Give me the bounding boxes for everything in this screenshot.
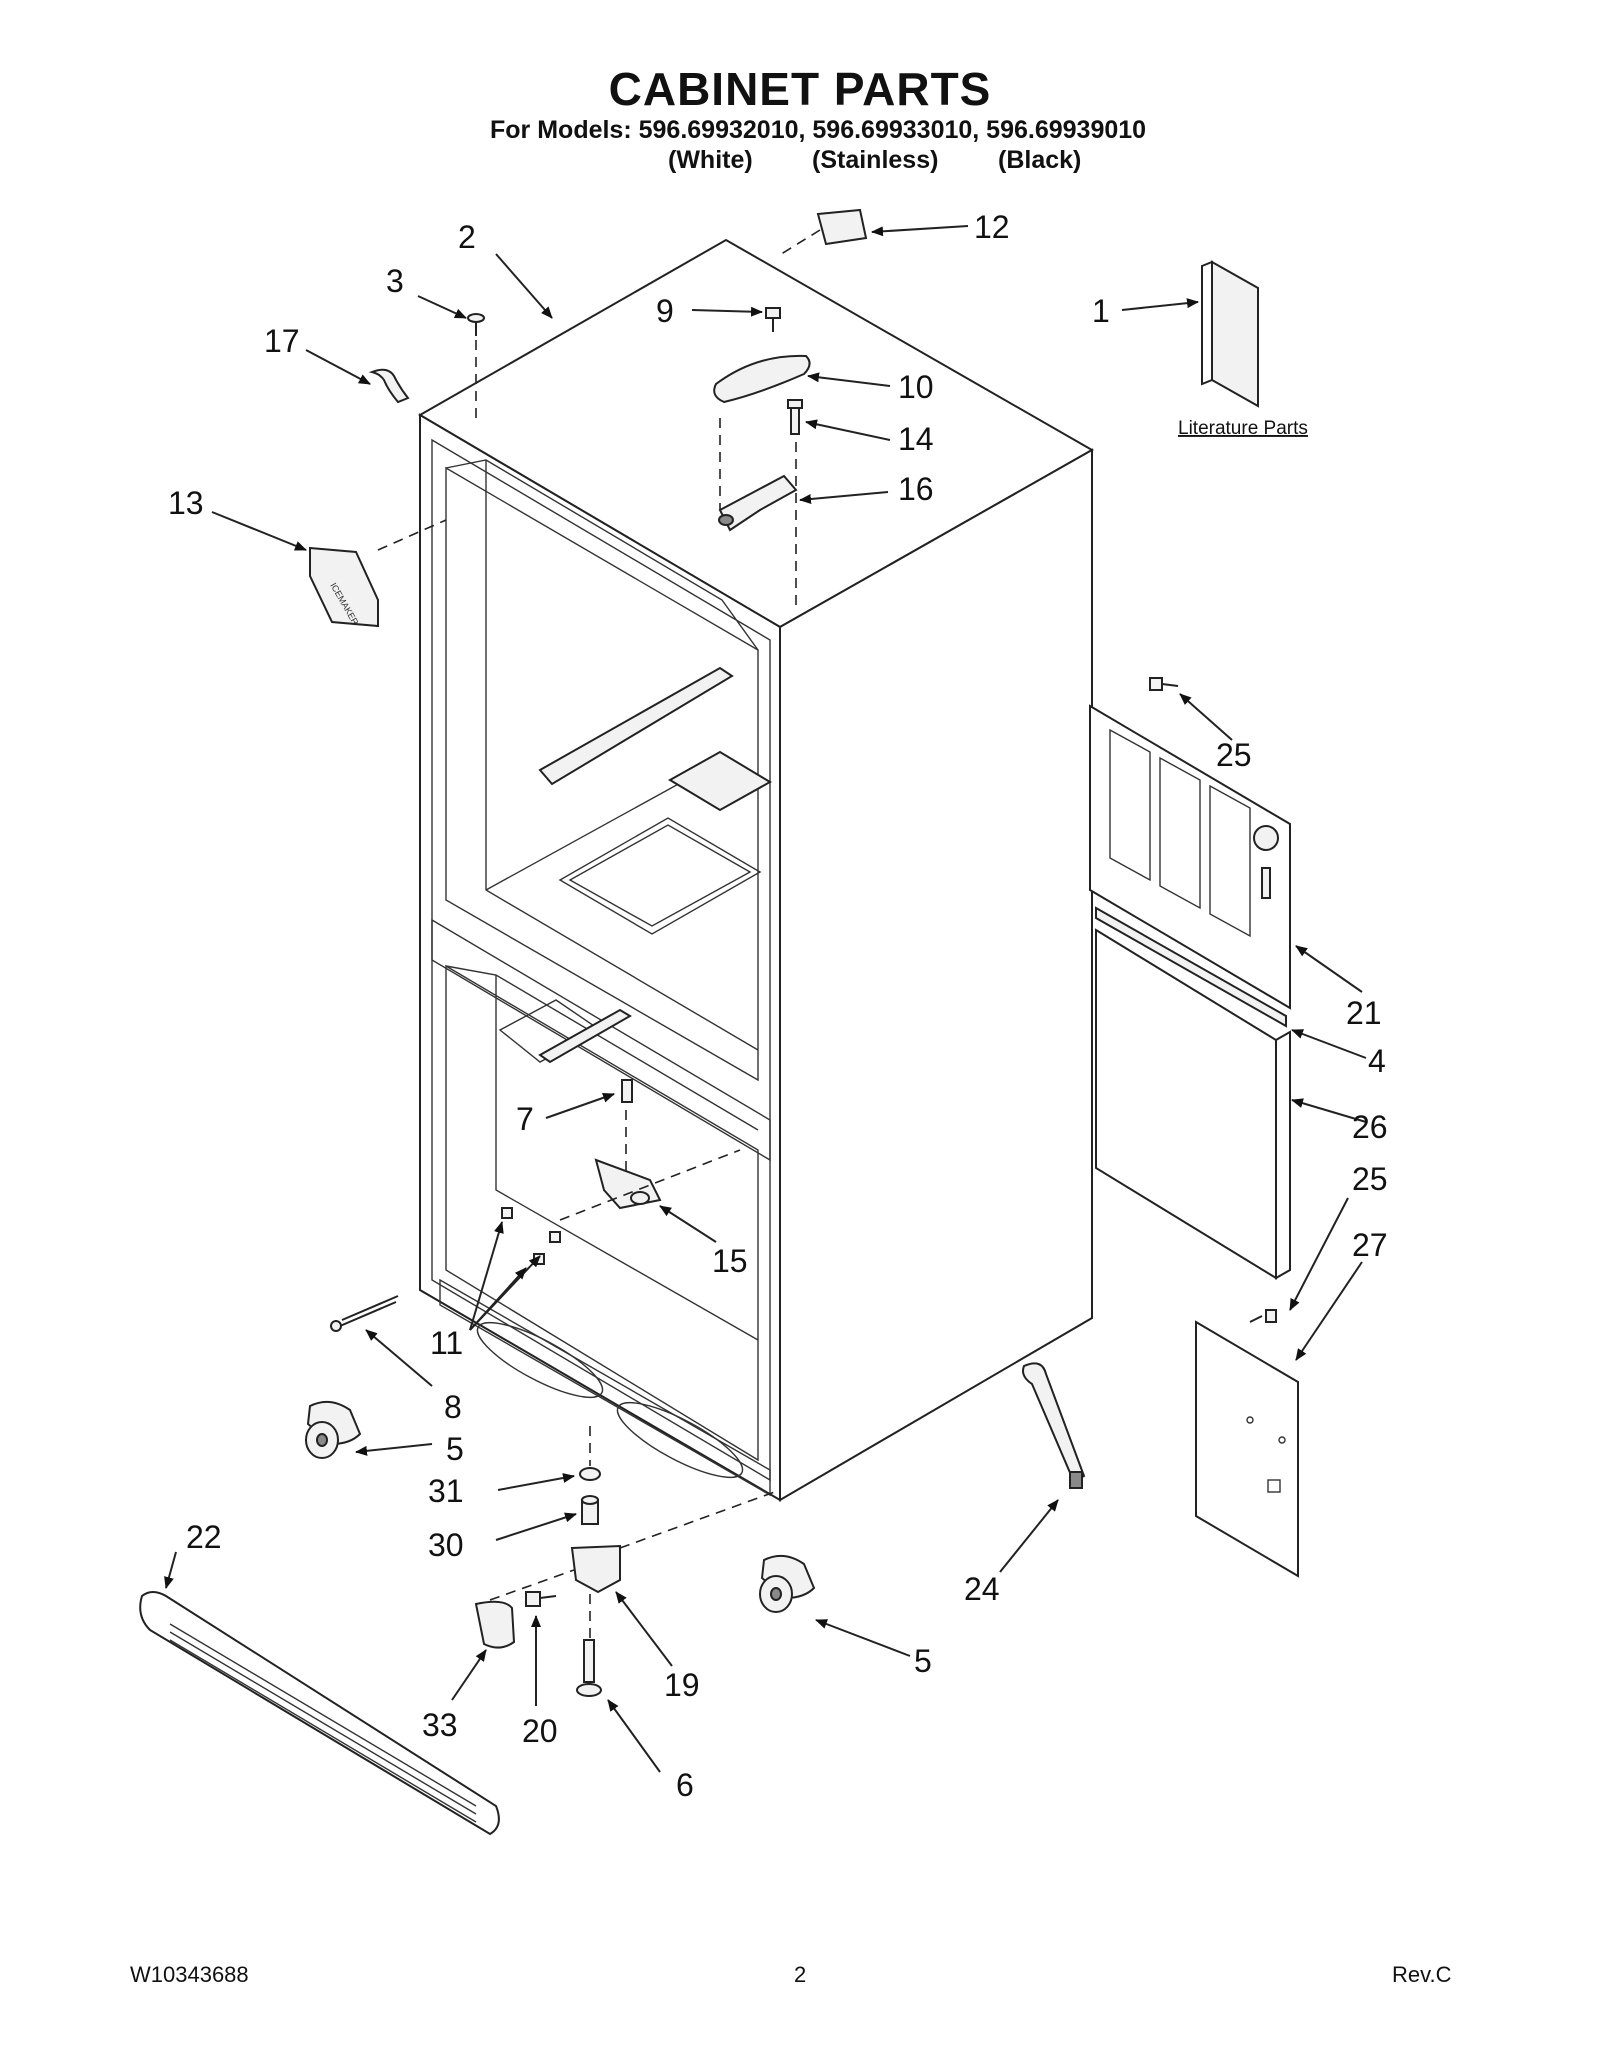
part-1-literature — [1211, 260, 1259, 408]
callout-22: 22 — [186, 1519, 222, 1555]
callout-5-left: 5 — [446, 1431, 464, 1467]
callout-7: 7 — [516, 1101, 534, 1137]
callout-5-right: 5 — [914, 1643, 932, 1679]
callout-33: 33 — [422, 1707, 458, 1743]
callout-20: 20 — [522, 1713, 558, 1749]
part-4-strip — [1095, 906, 1287, 1028]
part-3-screw — [467, 313, 485, 336]
revision: Rev.C — [1392, 1962, 1452, 1987]
page-number: 2 — [794, 1962, 807, 1987]
part-5-caster — [305, 1400, 362, 1459]
cabinet-body — [418, 238, 1095, 1502]
variant-stainless: (Stainless) — [812, 146, 939, 174]
part-21-rear-grille — [1089, 704, 1291, 1010]
part-22-toe-grille — [139, 1591, 500, 1836]
part-27-access-cover — [1195, 1320, 1299, 1578]
part-17-clip — [368, 368, 410, 404]
callout-25-bottom: 25 — [1352, 1161, 1388, 1197]
callout-6: 6 — [676, 1767, 694, 1803]
callout-11: 11 — [430, 1325, 463, 1361]
callout-labels: 2 3 17 9 12 1 10 14 16 13 25 21 4 26 25 … — [168, 209, 1388, 1803]
part-31-washer — [579, 1467, 601, 1481]
callout-2: 2 — [458, 219, 476, 255]
part-7-pin — [621, 1079, 633, 1103]
part-10-hinge-cover — [713, 354, 811, 404]
callout-24: 24 — [964, 1571, 1000, 1607]
literature-parts-label: Literature Parts — [1178, 418, 1308, 439]
callout-1: 1 — [1092, 293, 1110, 329]
part-9-screw — [765, 307, 781, 332]
variant-white: (White) — [668, 146, 753, 174]
part-25-screw-lower — [1249, 1309, 1277, 1323]
callout-leaders — [164, 225, 1367, 1773]
part-8-bolt — [330, 1295, 399, 1332]
callout-14: 14 — [898, 421, 934, 457]
callout-15: 15 — [712, 1243, 748, 1279]
part-30-spacer — [581, 1495, 599, 1525]
part-13-icemaker-cover: ICEMAKER — [309, 546, 379, 627]
callout-8: 8 — [444, 1389, 462, 1425]
part-12-label — [816, 208, 868, 246]
part-33-cover — [474, 1600, 516, 1649]
callout-3: 3 — [386, 263, 404, 299]
callout-25-top: 25 — [1216, 737, 1252, 773]
callout-10: 10 — [898, 369, 934, 405]
part-5-caster-right — [759, 1554, 816, 1613]
callout-13: 13 — [168, 485, 204, 521]
doc-number: W10343688 — [130, 1962, 249, 1987]
callout-16: 16 — [898, 471, 934, 507]
callout-31: 31 — [428, 1473, 464, 1509]
callout-9: 9 — [656, 293, 674, 329]
part-16-hinge — [718, 474, 798, 532]
variant-black: (Black) — [998, 146, 1082, 174]
callout-30: 30 — [428, 1527, 464, 1563]
part-14-bolt — [787, 399, 803, 435]
callout-12: 12 — [974, 209, 1010, 245]
model-numbers: For Models: 596.69932010, 596.69933010, … — [490, 116, 1147, 144]
part-6-leveling-leg — [576, 1639, 602, 1697]
part-24-handle — [1022, 1362, 1086, 1489]
callout-21: 21 — [1346, 995, 1382, 1031]
callout-4: 4 — [1368, 1043, 1386, 1079]
callout-19: 19 — [664, 1667, 700, 1703]
page-title: CABINET PARTS — [608, 63, 992, 115]
callout-17: 17 — [264, 323, 300, 359]
part-26-rear-panel — [1095, 928, 1291, 1280]
part-19-bracket — [570, 1544, 621, 1594]
callout-27: 27 — [1352, 1227, 1388, 1263]
part-25-screw — [1149, 677, 1179, 691]
callout-26: 26 — [1352, 1109, 1388, 1145]
part-20-screw — [525, 1591, 557, 1607]
